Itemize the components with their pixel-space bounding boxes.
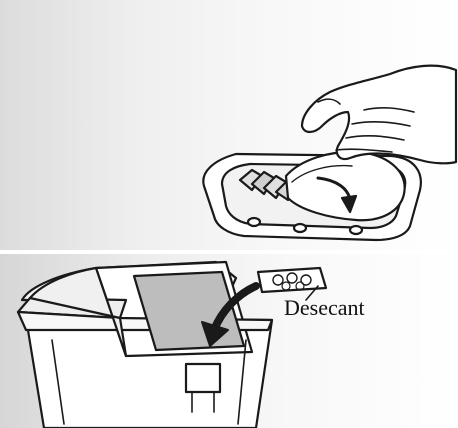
desiccant-label: Desecant: [284, 297, 365, 319]
trash-bin: [18, 262, 272, 428]
hand: [302, 66, 456, 164]
